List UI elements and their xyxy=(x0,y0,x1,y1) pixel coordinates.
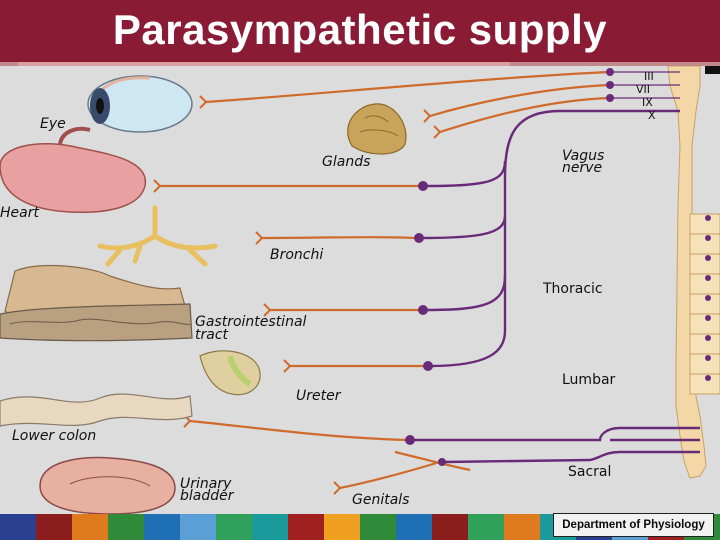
footer-strip-segment xyxy=(252,514,288,540)
footer-strip-segment xyxy=(108,514,144,540)
footer-strip-segment xyxy=(432,514,468,540)
footer-strip-segment xyxy=(144,514,180,540)
urinary-bladder-illustration xyxy=(39,456,176,514)
footer-strip-segment xyxy=(0,514,36,540)
orange-ganglia xyxy=(153,95,442,495)
spinal-segments-column xyxy=(689,213,720,395)
label-bladder: bladder xyxy=(180,488,235,504)
orange-nerves xyxy=(160,70,611,490)
footer-strip-segment xyxy=(216,514,252,540)
footer-strip-segment xyxy=(504,514,540,540)
footer-strip-segment xyxy=(324,514,360,540)
footer-strip-segment xyxy=(180,514,216,540)
label-thoracic: Thoracic xyxy=(542,281,603,297)
cranial-nerve-x: X xyxy=(648,109,656,122)
parasympathetic-diagram: Eye Glands Heart Bronchi Gastrointestina… xyxy=(0,66,720,514)
label-urinary: Urinary xyxy=(180,476,232,492)
label-lower-colon: Lower colon xyxy=(12,428,96,444)
label-gastrointestinal-tract: tract xyxy=(195,327,229,343)
department-badge: Department of Physiology xyxy=(553,513,714,537)
slide-title: Parasympathetic supply xyxy=(112,6,608,53)
footer-strip-segment xyxy=(360,514,396,540)
gastrointestinal-illustration xyxy=(0,264,193,342)
label-vagus-nerve: nerve xyxy=(562,160,602,176)
label-eye: Eye xyxy=(40,116,66,132)
label-gastrointestinal: Gastrointestinal xyxy=(195,314,307,330)
lower-colon-illustration xyxy=(0,393,193,427)
purple-pathways xyxy=(412,109,700,464)
bronchi-illustration xyxy=(97,205,218,267)
label-ureter: Ureter xyxy=(296,388,342,404)
cranial-nerve-vii: VII xyxy=(636,83,650,96)
label-heart: Heart xyxy=(0,205,39,221)
label-sacral: Sacral xyxy=(568,464,611,480)
label-vagus: Vagus xyxy=(562,148,604,164)
title-bar: Parasympathetic supply xyxy=(0,0,720,70)
footer-strip-segment xyxy=(396,514,432,540)
ganglion-dots xyxy=(405,68,614,466)
heart-illustration xyxy=(0,126,146,214)
footer-strip-segment xyxy=(36,514,72,540)
spinal-cord-cap xyxy=(705,66,720,74)
spinal-roots xyxy=(705,215,711,381)
label-glands: Glands xyxy=(322,154,370,170)
footer-strip-segment xyxy=(72,514,108,540)
footer-strip-segment xyxy=(288,514,324,540)
cranial-nerve-ix: IX xyxy=(642,96,653,109)
spinal-segment-lines xyxy=(690,233,720,375)
diagram-area: Eye Glands Heart Bronchi Gastrointestina… xyxy=(0,66,720,514)
label-genitals: Genitals xyxy=(352,492,409,508)
label-lumbar: Lumbar xyxy=(562,372,616,388)
spinal-cord xyxy=(667,66,707,479)
ureter-illustration xyxy=(199,350,261,396)
footer-strip-segment xyxy=(468,514,504,540)
eye-illustration xyxy=(87,75,193,133)
glands-illustration xyxy=(347,103,407,155)
cranial-nerve-iii: III xyxy=(644,70,654,83)
label-bronchi: Bronchi xyxy=(270,247,323,263)
